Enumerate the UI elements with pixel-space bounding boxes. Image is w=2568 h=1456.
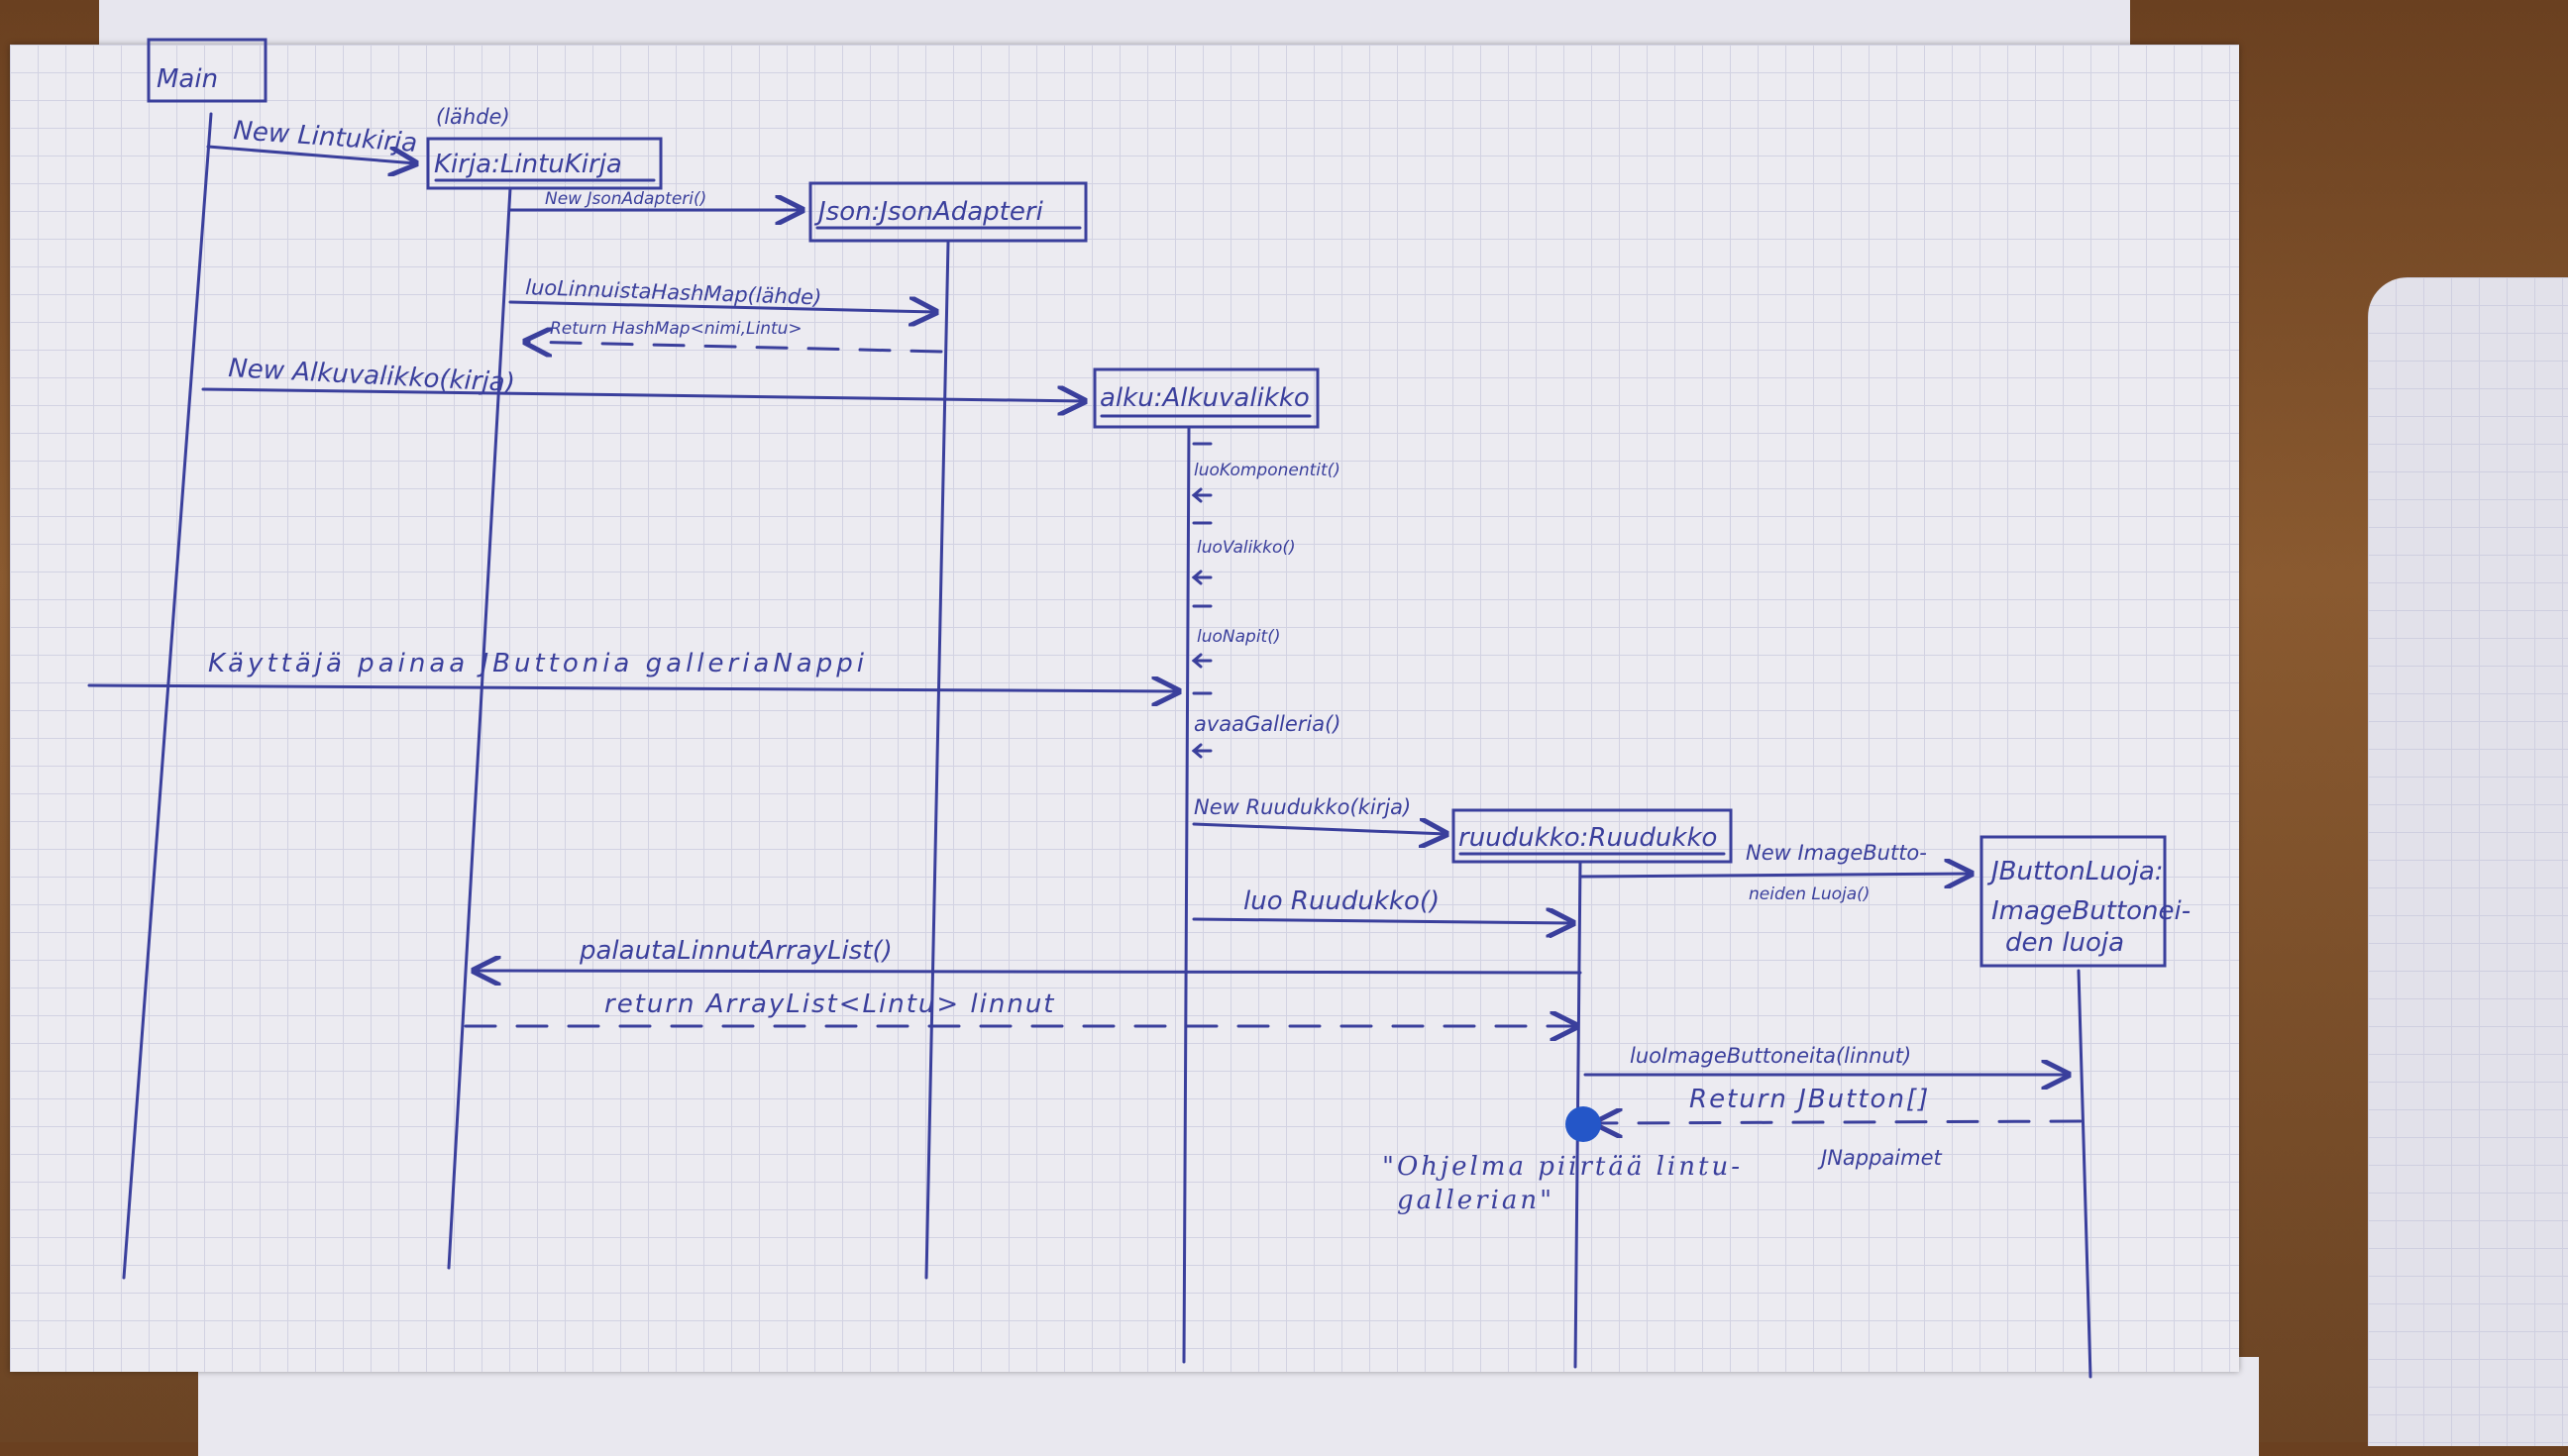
object-json-label: Json:JsonAdapteri xyxy=(813,197,1044,227)
svg-text:avaaGalleria(): avaaGalleria() xyxy=(1194,712,1341,736)
background-notebook-right xyxy=(2368,277,2568,1446)
self-call-avaa-galleria: avaaGalleria() xyxy=(1191,691,1341,759)
svg-text:luoImageButtoneita(linnut): luoImageButtoneita(linnut) xyxy=(1630,1044,1911,1068)
svg-text:palautaLinnutArrayList(): palautaLinnutArrayList() xyxy=(579,936,893,966)
object-main-label: Main xyxy=(157,64,218,94)
message-luo-ruudukko: luo Ruudukko() xyxy=(1192,886,1573,923)
message-return-jbutton: Return JButton[] JNappaimet xyxy=(1595,1085,2083,1170)
svg-text:luo Ruudukko(): luo Ruudukko() xyxy=(1243,886,1440,916)
message-new-ruudukko: New Ruudukko(kirja) xyxy=(1192,795,1446,834)
svg-text:return ArrayList<Lintu> linnut: return ArrayList<Lintu> linnut xyxy=(604,989,1056,1019)
svg-text:New ImageButto-: New ImageButto- xyxy=(1746,841,1927,865)
svg-text:luoKomponentit(): luoKomponentit() xyxy=(1194,461,1340,480)
lifeline-alku xyxy=(1182,426,1191,1364)
object-kirja: Kirja:LintuKirja xyxy=(426,137,663,190)
note-ohjelma-piirtaa: "Ohjelma piirtää lintu- gallerian" xyxy=(1382,1152,1743,1215)
object-jbuttonluoja-line1: JButtonLuoja: xyxy=(1986,857,2164,886)
object-alku: alku:Alkuvalikko xyxy=(1093,367,1320,429)
object-ruudukko-label: ruudukko:Ruudukko xyxy=(1458,823,1717,853)
object-main: Main xyxy=(147,38,268,103)
object-alku-label: alku:Alkuvalikko xyxy=(1100,383,1310,413)
svg-text:neiden Luoja(): neiden Luoja() xyxy=(1749,884,1870,904)
marker-dot xyxy=(1565,1106,1601,1142)
message-return-hashmap: Return HashMap<nimi,Lintu> xyxy=(525,319,943,352)
svg-text:(lähde): (lähde) xyxy=(436,105,510,129)
self-call-luo-komponentit: luoKomponentit() xyxy=(1191,442,1340,503)
background-notebook-bottom xyxy=(198,1357,2259,1456)
message-new-alkuvalikko: New Alkuvalikko(kirja) xyxy=(201,354,1085,401)
message-new-jsonadapteri: New JsonAdapteri() xyxy=(508,189,802,210)
svg-text:Return JButton[]: Return JButton[] xyxy=(1689,1085,1930,1114)
object-json: Json:JsonAdapteri xyxy=(808,181,1088,243)
svg-text:New JsonAdapteri(): New JsonAdapteri() xyxy=(545,189,706,209)
object-jbuttonluoja: JButtonLuoja: ImageButtonei- den luoja xyxy=(1980,835,2191,968)
message-return-arraylist: return ArrayList<Lintu> linnut xyxy=(464,989,1577,1026)
message-luo-hashmap: luoLinnuistaHashMap(lähde) xyxy=(508,275,936,312)
sketch-paper xyxy=(10,45,2239,1372)
svg-text:JNappaimet: JNappaimet xyxy=(1817,1146,1943,1170)
object-jbuttonluoja-line3: den luoja xyxy=(2005,928,2124,958)
message-luo-imagebuttoneita: luoImageButtoneita(linnut) xyxy=(1583,1044,2069,1075)
lifeline-kirja xyxy=(447,186,512,1270)
svg-text:Return HashMap<nimi,Lintu>: Return HashMap<nimi,Lintu> xyxy=(550,319,802,339)
message-palauta-linnut: palautaLinnutArrayList() xyxy=(474,936,1582,973)
svg-text:gallerian": gallerian" xyxy=(1397,1186,1554,1215)
lifeline-jbuttonluoja xyxy=(2077,969,2092,1379)
svg-text:Käyttäjä painaa JButtonia gall: Käyttäjä painaa JButtonia galleriaNappi xyxy=(208,649,868,678)
self-call-luo-napit: luoNapit() xyxy=(1191,604,1280,669)
message-new-imagebuttoneiden-luoja: New ImageButto- neiden Luoja() xyxy=(1578,841,1972,904)
svg-text:luoNapit(): luoNapit() xyxy=(1197,627,1280,647)
lifeline-json xyxy=(924,241,950,1280)
svg-text:"Ohjelma piirtää lintu-: "Ohjelma piirtää lintu- xyxy=(1382,1152,1743,1182)
self-call-luo-valikko: luoValikko() xyxy=(1191,521,1296,585)
svg-text:luoValikko(): luoValikko() xyxy=(1197,538,1296,558)
svg-text:New Ruudukko(kirja): New Ruudukko(kirja) xyxy=(1194,795,1411,819)
object-kirja-label: Kirja:LintuKirja xyxy=(434,150,622,179)
message-kayttaja-painaa: Käyttäjä painaa JButtonia galleriaNappi xyxy=(87,649,1179,691)
object-ruudukko: ruudukko:Ruudukko xyxy=(1451,808,1733,864)
object-jbuttonluoja-line2: ImageButtonei- xyxy=(1991,896,2191,926)
lifeline-main xyxy=(122,112,213,1280)
